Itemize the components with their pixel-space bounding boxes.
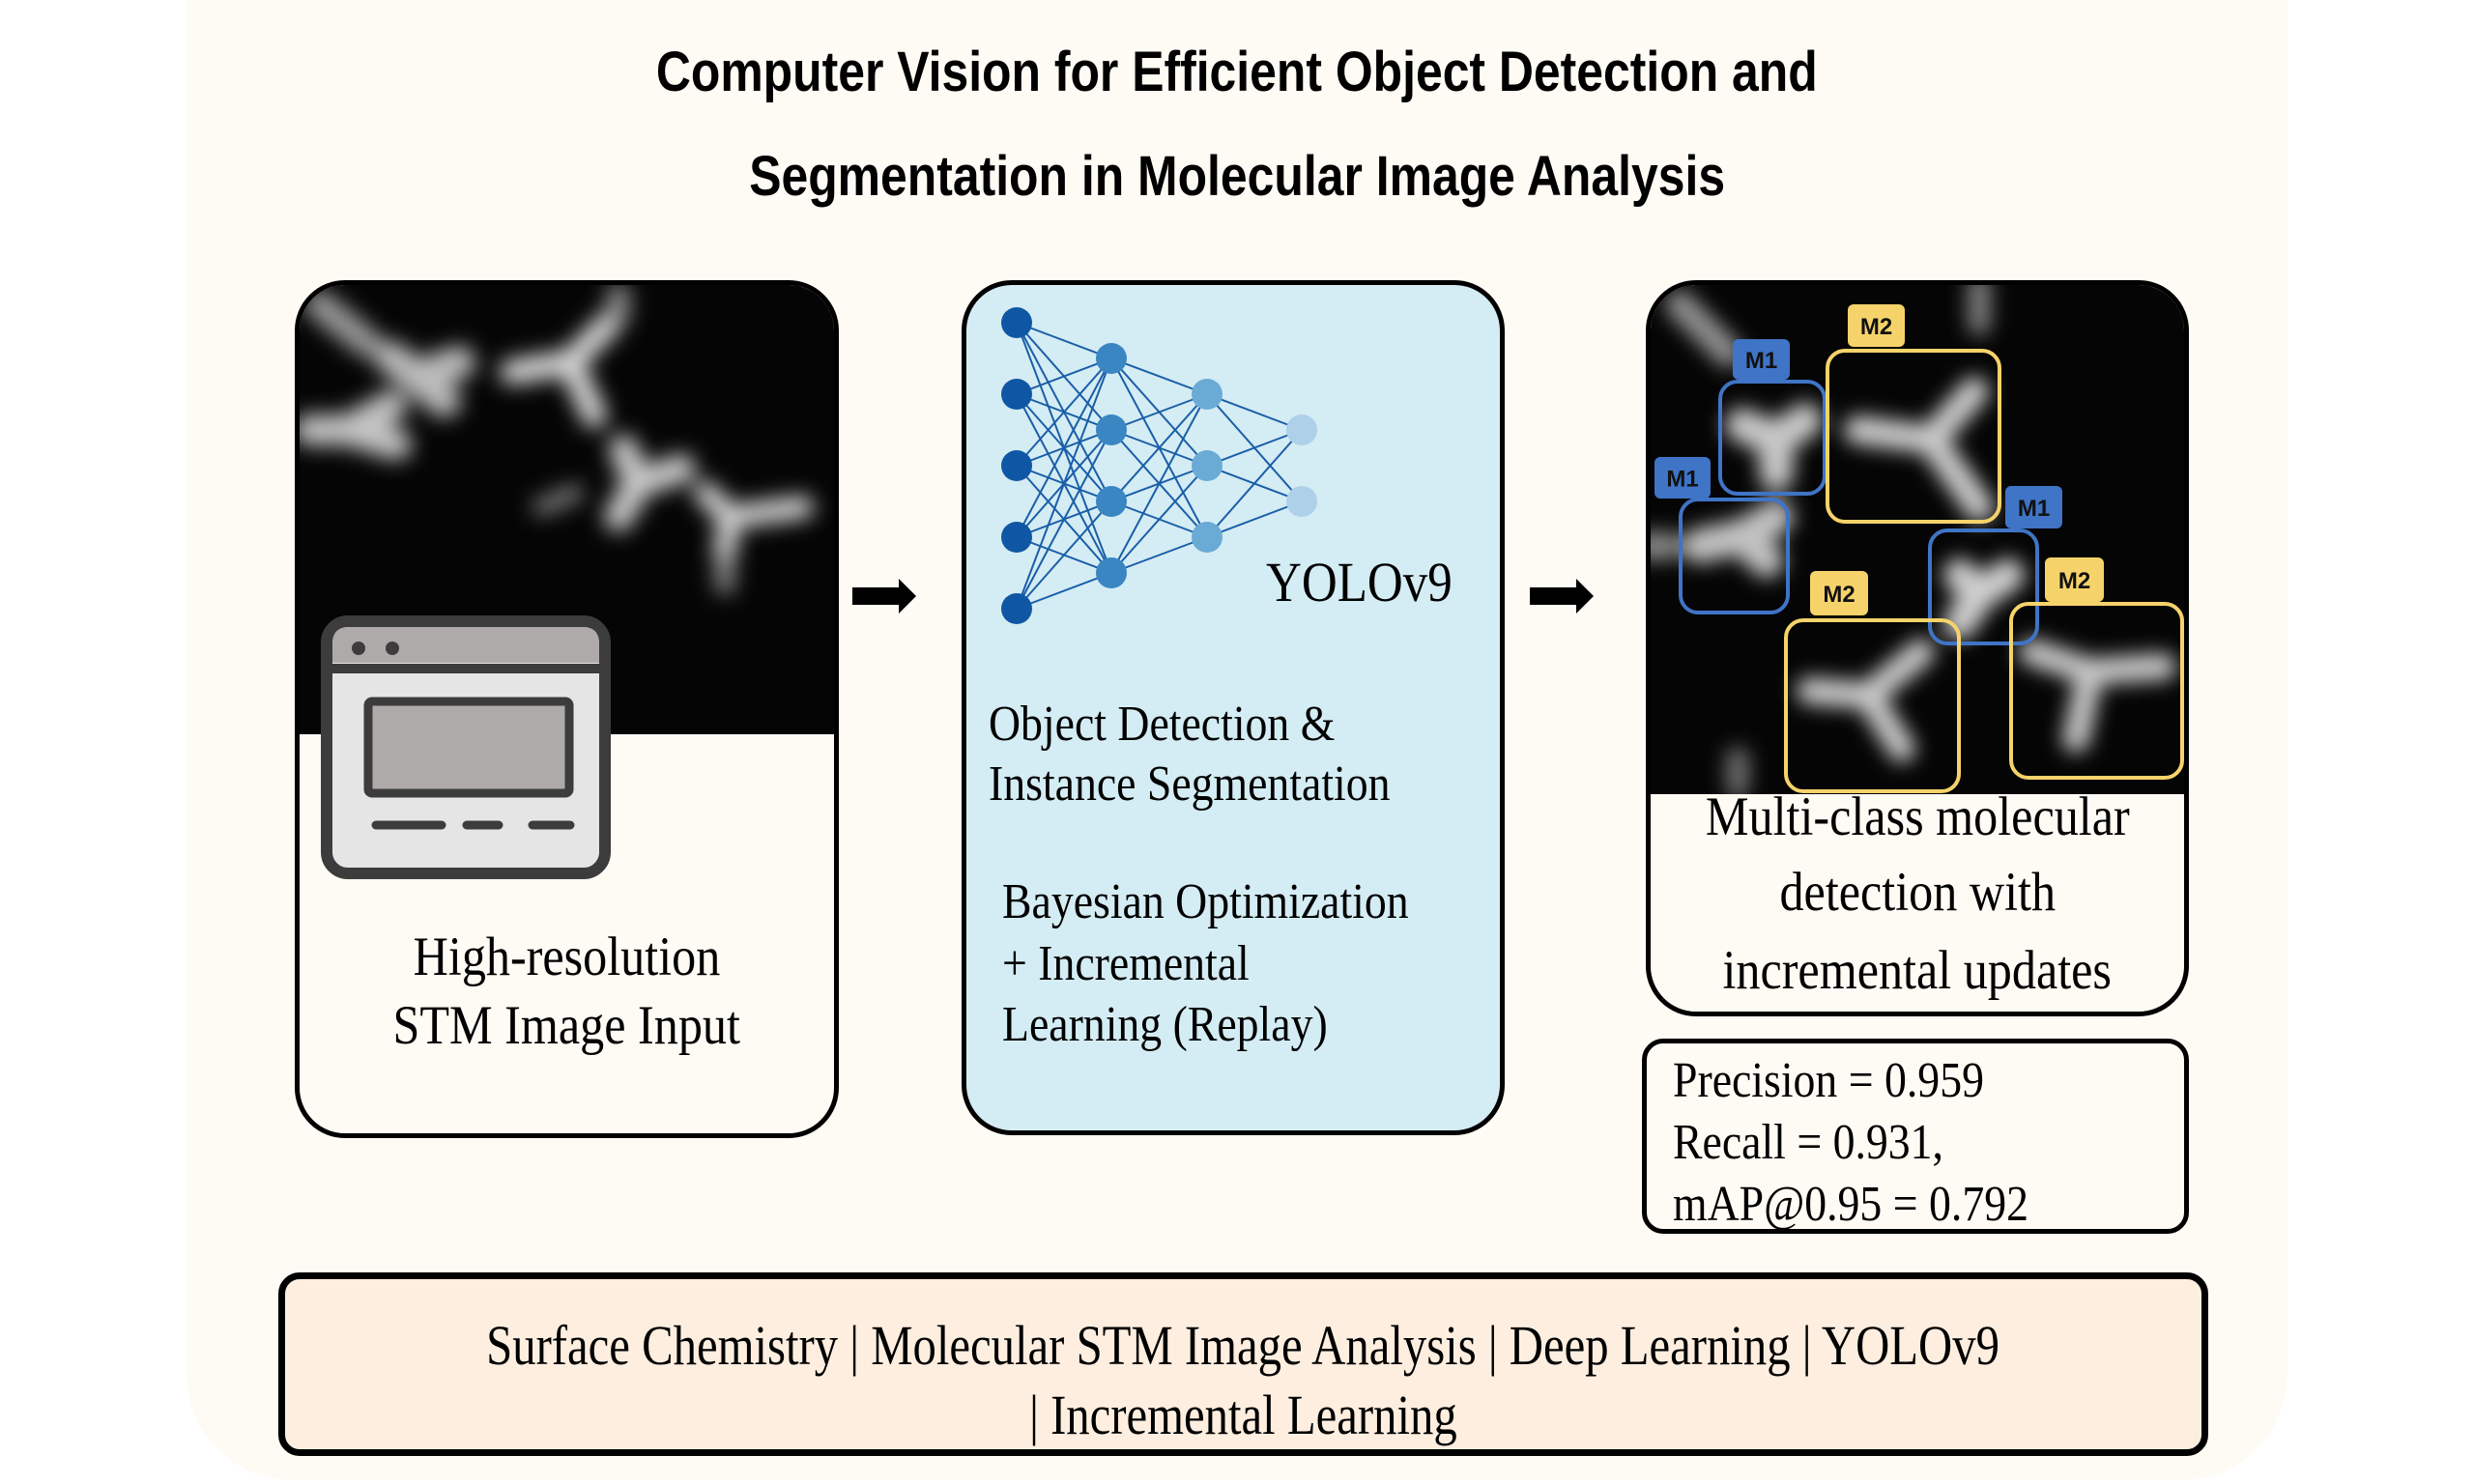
network-node bbox=[1096, 414, 1127, 445]
network-node bbox=[1096, 557, 1127, 588]
precision-metric: Precision = 0.959 bbox=[1673, 1053, 1984, 1108]
network-edge bbox=[1110, 393, 1208, 502]
detection-label-text: M1 bbox=[1666, 467, 1698, 493]
map-metric: mAP@0.95 = 0.792 bbox=[1673, 1177, 2028, 1232]
detection-label-badge bbox=[1654, 457, 1711, 499]
detection-label-text: M1 bbox=[1745, 348, 1777, 374]
title-line-2: Segmentation in Molecular Image Analysis bbox=[749, 145, 1725, 208]
detection-label-text: M2 bbox=[2058, 568, 2090, 594]
network-edge bbox=[1016, 572, 1112, 610]
network-edge bbox=[1016, 500, 1112, 610]
keywords-box: Surface Chemistry | Molecular STM Image … bbox=[278, 1272, 2208, 1456]
detection-label-badge bbox=[2045, 557, 2104, 602]
network-node bbox=[1286, 414, 1317, 445]
keywords-line-1: Surface Chemistry | Molecular STM Image … bbox=[486, 1314, 2000, 1377]
network-edge bbox=[1016, 357, 1112, 467]
keywords-line-2: | Incremental Learning bbox=[1029, 1384, 1457, 1446]
network-node bbox=[1192, 522, 1223, 553]
model-panel bbox=[962, 280, 1505, 1135]
network-node bbox=[1192, 450, 1223, 481]
network-node bbox=[1001, 593, 1032, 624]
network-edge bbox=[1206, 429, 1303, 538]
network-edge bbox=[1110, 393, 1208, 574]
network-edge bbox=[1016, 357, 1112, 395]
detection-label-text: M2 bbox=[1823, 582, 1855, 608]
detection-box-m1 bbox=[1928, 528, 2039, 645]
detection-label-badge bbox=[1848, 304, 1905, 347]
method-line-3: Learning (Replay) bbox=[1002, 997, 1328, 1052]
network-edge bbox=[1110, 536, 1208, 574]
network-node bbox=[1096, 343, 1127, 374]
network-node bbox=[1286, 486, 1317, 517]
task-line-2: Instance Segmentation bbox=[989, 756, 1391, 812]
detection-box-m1 bbox=[1718, 380, 1827, 496]
network-node bbox=[1001, 307, 1032, 338]
network-node bbox=[1192, 379, 1223, 410]
detection-box-m2 bbox=[1784, 618, 1961, 793]
network-edge bbox=[1016, 322, 1112, 359]
detection-box-m2 bbox=[1826, 349, 2001, 524]
output-caption-line-2: detection with bbox=[1779, 862, 2056, 923]
browser-window-icon bbox=[321, 615, 611, 879]
network-edge bbox=[1110, 393, 1208, 431]
title-line-1: Computer Vision for Efficient Object Det… bbox=[656, 41, 1818, 103]
detection-box-m1 bbox=[1679, 498, 1790, 614]
method-line-1: Bayesian Optimization bbox=[1002, 874, 1409, 929]
output-caption-line-1: Multi-class molecular bbox=[1705, 786, 2130, 847]
network-node bbox=[1001, 379, 1032, 410]
network-node bbox=[1096, 486, 1127, 517]
detection-label-text: M2 bbox=[1860, 314, 1892, 340]
network-edge bbox=[1206, 393, 1303, 431]
task-line-1: Object Detection & bbox=[989, 697, 1336, 752]
network-node bbox=[1001, 450, 1032, 481]
arrow-right-icon bbox=[852, 579, 916, 614]
network-edge bbox=[1016, 429, 1112, 610]
output-caption-line-3: incremental updates bbox=[1722, 940, 2113, 1001]
network-edge bbox=[1206, 429, 1303, 467]
network-edge bbox=[1016, 357, 1112, 610]
network-edge bbox=[1110, 357, 1208, 395]
detection-label-badge bbox=[1810, 571, 1868, 615]
neural-network-icon bbox=[1001, 307, 1317, 624]
network-edge bbox=[1016, 357, 1112, 538]
detection-label-badge bbox=[1733, 339, 1790, 380]
model-name: YOLOv9 bbox=[1266, 551, 1453, 614]
method-line-2: + Incremental bbox=[1002, 936, 1250, 991]
network-edge bbox=[1206, 500, 1303, 538]
recall-metric: Recall = 0.931, bbox=[1673, 1115, 1943, 1170]
network-edge bbox=[1110, 465, 1208, 574]
detection-label-text: M1 bbox=[2018, 496, 2050, 522]
network-node bbox=[1001, 522, 1032, 553]
detection-box-m2 bbox=[2009, 602, 2184, 780]
detection-label-badge bbox=[2005, 486, 2062, 528]
input-label-line-2: STM Image Input bbox=[392, 995, 741, 1056]
arrow-right-icon bbox=[1530, 579, 1594, 614]
input-label-line-1: High-resolution bbox=[413, 927, 721, 987]
metrics-box: Precision = 0.959 Recall = 0.931, mAP@0.… bbox=[1642, 1039, 2189, 1234]
